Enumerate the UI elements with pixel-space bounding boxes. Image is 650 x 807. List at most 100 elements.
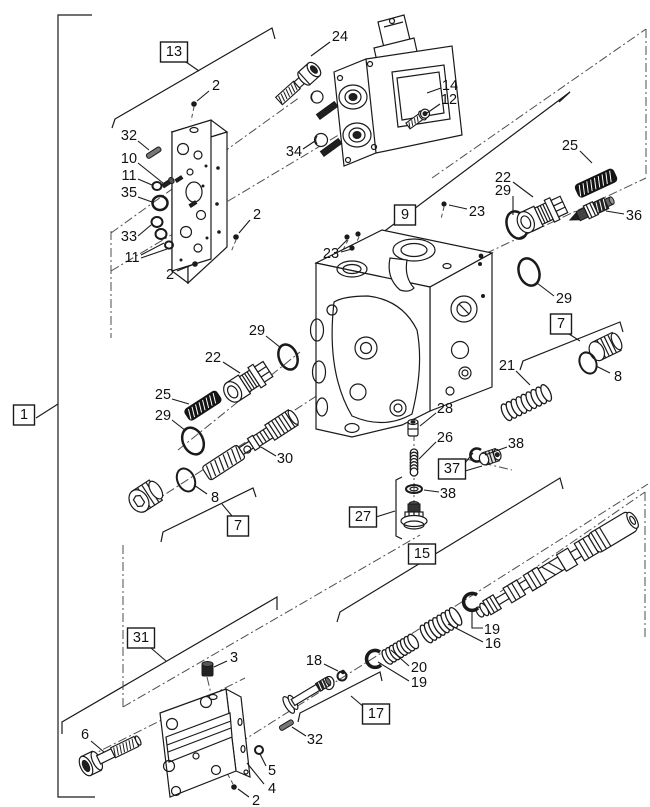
o-ring-29-left-lower: [180, 426, 206, 456]
svg-text:30: 30: [277, 451, 293, 467]
svg-text:29: 29: [556, 291, 572, 307]
callout-oring-29-left-lower: 29: [155, 408, 187, 432]
o-ring-5: [254, 745, 264, 755]
hex-socket-plug-7: [128, 479, 164, 513]
callout-spring-26: 26: [418, 430, 453, 460]
o-ring-8-right: [578, 351, 598, 375]
callout-setscrew-3: 3: [213, 650, 238, 668]
svg-text:22: 22: [495, 170, 511, 186]
callout-spring-16: 16: [447, 623, 501, 652]
svg-text:4: 4: [268, 781, 276, 797]
callout-oring-8-left: 8: [193, 484, 219, 506]
callout-spring-25-right: 25: [562, 138, 593, 164]
svg-text:17: 17: [368, 706, 384, 722]
pin-32-bottom: [278, 719, 294, 731]
callout-oring-29-right-outer: 29: [495, 183, 514, 215]
callout-group-31: 31: [126, 627, 167, 662]
o-ring-8-left: [175, 467, 197, 493]
svg-text:20: 20: [411, 660, 427, 676]
callout-screw-2-mid: 2: [238, 207, 261, 234]
callout-oring-5: 5: [259, 753, 276, 779]
callout-oring-4: 4: [246, 762, 276, 797]
callout-oring-8-right: 8: [595, 365, 622, 385]
svg-text:19: 19: [484, 622, 500, 638]
setscrew-3: [201, 661, 214, 677]
callout-poppet-28: 28: [419, 401, 453, 427]
svg-text:7: 7: [557, 316, 565, 332]
plug-27: [400, 501, 428, 530]
svg-text:8: 8: [211, 490, 219, 506]
end-cap: [159, 687, 251, 798]
callout-oring-33: 33: [121, 224, 152, 245]
svg-text:25: 25: [562, 138, 578, 154]
callout-washer-38: 38: [423, 486, 456, 502]
spring-21: [500, 384, 553, 422]
callout-group-9: 9: [393, 204, 417, 226]
svg-text:24: 24: [332, 29, 348, 45]
callout-pin-32-bottom: 32: [291, 726, 323, 748]
callout-oring-35: 35: [121, 185, 153, 203]
guide-rod-17: [282, 676, 332, 714]
spring-16: [419, 606, 463, 644]
svg-text:38: 38: [440, 486, 456, 502]
callout-plug-22-right: 22: [495, 170, 534, 198]
svg-text:34: 34: [286, 144, 302, 160]
svg-text:38: 38: [508, 436, 524, 452]
callout-solenoid-14: 14: [426, 78, 458, 94]
retainer-19-left: [364, 648, 383, 670]
callout-screw-2-top: 2: [196, 78, 220, 102]
svg-text:35: 35: [121, 185, 137, 201]
callout-valve-36: 36: [605, 208, 642, 224]
svg-text:27: 27: [355, 509, 371, 525]
poppet-28: [407, 418, 419, 437]
callout-group-1: 1: [12, 403, 59, 426]
callout-bolt-24: 24: [310, 29, 348, 57]
svg-text:18: 18: [306, 653, 322, 669]
group-bracket-13: [111, 27, 276, 129]
callout-group-27: 27: [348, 506, 396, 528]
svg-text:15: 15: [414, 546, 430, 562]
svg-text:6: 6: [81, 727, 89, 743]
callout-spring-25-left: 25: [155, 387, 190, 405]
callout-layer: 1139772737151731242222321011353311141234…: [12, 29, 642, 807]
washer-18: [336, 670, 348, 682]
callout-group-37: 37: [437, 452, 483, 480]
group-bracket-31: [61, 595, 278, 734]
plug-34-lower: [313, 132, 329, 148]
callout-pin-32-top: 32: [121, 128, 150, 151]
o-ring-33a: [150, 216, 164, 228]
callout-oring-11-upper: 11: [121, 168, 153, 186]
o-ring-11-upper: [151, 181, 163, 191]
callout-screw-2-left: 2: [166, 264, 193, 283]
svg-text:16: 16: [485, 636, 501, 652]
screw-10: [161, 177, 175, 189]
screw-12: [405, 108, 431, 130]
callout-group-13: 13: [159, 41, 200, 72]
mounting-screw-dots: [191, 101, 484, 790]
washer-38: [405, 484, 423, 494]
callout-retainer-19-right: 19: [471, 611, 500, 638]
o-ring-29-right-inner: [517, 257, 541, 287]
svg-text:29: 29: [249, 323, 265, 339]
svg-text:28: 28: [437, 401, 453, 417]
svg-text:1: 1: [20, 407, 28, 423]
svg-text:26: 26: [437, 430, 453, 446]
callout-group-15: 15: [407, 543, 437, 565]
svg-text:2: 2: [166, 267, 174, 283]
svg-text:13: 13: [166, 44, 182, 60]
o-ring-33b: [154, 228, 168, 240]
svg-text:32: 32: [307, 732, 323, 748]
bolt-24: [274, 61, 322, 106]
spring-25-right: [574, 168, 618, 198]
group-bracket-17: [297, 671, 383, 723]
group-bracket-7-left: [160, 487, 257, 543]
svg-text:3: 3: [230, 650, 238, 666]
svg-text:12: 12: [441, 92, 457, 108]
callout-screw-12: 12: [426, 92, 457, 114]
callout-group-7-left: 7: [221, 503, 250, 537]
callout-spring-20: 20: [390, 649, 427, 676]
pilot-solenoid-valve: [315, 14, 463, 167]
svg-text:2: 2: [252, 793, 260, 807]
